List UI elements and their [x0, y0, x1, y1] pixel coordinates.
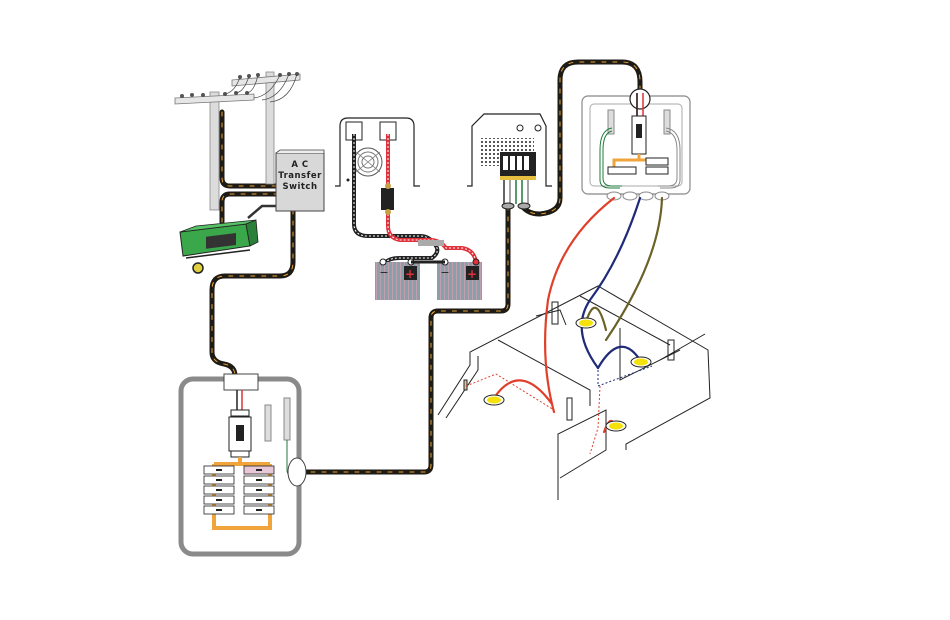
breaker-handle	[216, 509, 222, 511]
generator	[180, 206, 276, 273]
house-floorplan	[438, 286, 710, 500]
dc-inverter	[335, 118, 476, 264]
light-fixture	[631, 357, 651, 367]
breaker-handle	[256, 479, 262, 481]
main-panel	[181, 374, 306, 554]
light-fixture	[576, 318, 596, 328]
breaker-handle	[256, 509, 262, 511]
breaker-column-right	[244, 466, 274, 514]
ats-label-line3: Switch	[278, 182, 322, 193]
ats-label-line2: Transfer	[278, 171, 322, 182]
svg-text:+: +	[467, 267, 477, 281]
inverter-charger	[467, 114, 552, 209]
svg-text:−: −	[379, 266, 388, 279]
breaker-handle	[216, 469, 222, 471]
breaker-handle	[256, 499, 262, 501]
wire-blue-long	[582, 198, 640, 368]
ats-label-line1: A C	[278, 160, 322, 171]
breaker-handle	[216, 479, 222, 481]
svg-text:+: +	[405, 267, 415, 281]
conduit-panel-to-inverter	[300, 208, 508, 472]
battery-2: + −	[437, 259, 482, 300]
light-fixture	[484, 395, 504, 405]
dashed-runs	[466, 366, 652, 454]
breaker-handle	[216, 499, 222, 501]
breaker-handle	[216, 489, 222, 491]
sub-panel	[582, 89, 690, 200]
ats-label: A C Transfer Switch	[278, 160, 322, 193]
breaker-handle	[256, 469, 262, 471]
circuit-wires	[494, 198, 662, 432]
light-fixture	[606, 421, 626, 431]
breaker-column-left	[204, 466, 234, 514]
wire-red-long	[545, 198, 614, 412]
battery-bank: + − + −	[375, 259, 482, 300]
svg-text:−: −	[440, 266, 449, 279]
breaker-handle	[256, 489, 262, 491]
inline-fuse	[381, 188, 394, 210]
battery-1: + −	[375, 259, 420, 300]
